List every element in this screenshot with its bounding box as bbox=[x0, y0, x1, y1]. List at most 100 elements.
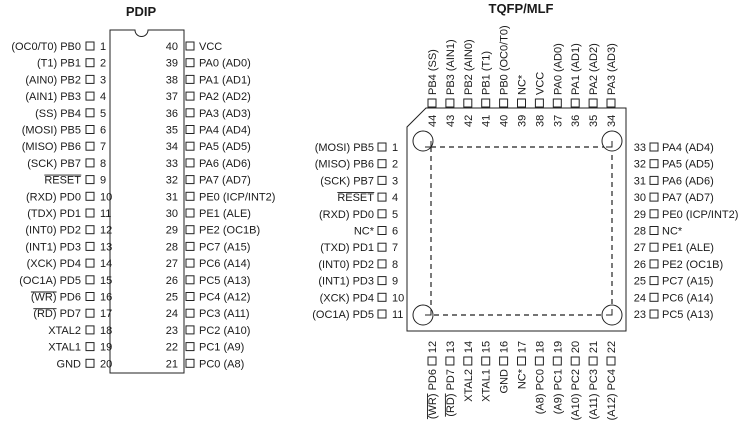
pin-label-pe1-ale: PE1 (ALE) bbox=[662, 242, 714, 254]
pin-number: 21 bbox=[166, 358, 178, 370]
pin-number: 27 bbox=[634, 242, 646, 254]
tqfp-pin-6: NC*6 bbox=[354, 226, 398, 238]
pin-number: 30 bbox=[166, 208, 178, 220]
pin-pad bbox=[377, 209, 387, 219]
pin-label-int1-pd3: (INT1) PD3 bbox=[25, 241, 81, 253]
pin-label-pa5-ad5: PA5 (AD5) bbox=[199, 141, 251, 153]
tqfp-pin-37: PA0 (AD0)37 bbox=[552, 43, 564, 127]
pin-number: 22 bbox=[166, 342, 178, 354]
pin-pad bbox=[185, 358, 195, 368]
pin-pad bbox=[552, 356, 562, 366]
tqfp-pin-12: 12(WR) PD6 bbox=[427, 341, 439, 420]
pin-pad bbox=[649, 192, 659, 202]
pin-number: 14 bbox=[100, 258, 112, 270]
pin-label-ss-pb4: (SS) PB4 bbox=[35, 108, 81, 120]
pin-pad bbox=[85, 225, 95, 235]
pin-number: 8 bbox=[100, 158, 106, 170]
pin-label-pc7-a15: PC7 (A15) bbox=[662, 276, 713, 288]
pin-label-a11-pc3: (A11) PC3 bbox=[588, 369, 600, 420]
pin-number: 40 bbox=[166, 41, 178, 53]
pin-label-xtal1: XTAL1 bbox=[481, 369, 493, 402]
pin-label-oc0-t0-pb0: (OC0/T0) PB0 bbox=[11, 41, 81, 53]
pin-label-pa1-ad1: PA1 (AD1) bbox=[570, 43, 582, 95]
pin-pad bbox=[606, 356, 616, 366]
tqfp-pin-39: NC*39 bbox=[517, 74, 529, 127]
pin-pad bbox=[377, 142, 387, 152]
pin-pad bbox=[185, 91, 195, 101]
pin-label-pa6-ad6: PA6 (AD6) bbox=[199, 158, 251, 170]
pin-label-pa0-ad0: PA0 (AD0) bbox=[552, 43, 564, 95]
pin-pad bbox=[85, 358, 95, 368]
pin-label-reset: RESET bbox=[337, 192, 374, 204]
pin-number: 33 bbox=[166, 158, 178, 170]
pin-label-pe2-oc1b: PE2 (OC1B) bbox=[199, 225, 260, 237]
pin-pad bbox=[534, 356, 544, 366]
tqfp-pin-27: 27 PE1 (ALE) bbox=[634, 242, 714, 254]
pin-number: 37 bbox=[166, 91, 178, 103]
pdip-pin-33: 33 PA6 (AD6) bbox=[166, 158, 251, 170]
pin-number: 13 bbox=[445, 341, 457, 353]
pin-number: 39 bbox=[166, 58, 178, 70]
pin-pad bbox=[570, 98, 580, 108]
pin-pad bbox=[185, 308, 195, 318]
pin-label-xck-pd4: (XCK) PD4 bbox=[320, 292, 374, 304]
pin-number: 35 bbox=[166, 125, 178, 137]
pin-number: 29 bbox=[166, 225, 178, 237]
pin-number: 14 bbox=[463, 341, 475, 353]
pin-number: 32 bbox=[166, 175, 178, 187]
pin-label-xtal1: XTAL1 bbox=[48, 342, 81, 354]
pin-pad bbox=[649, 226, 659, 235]
pin-label-mosi-pb5: (MOSI) PB5 bbox=[22, 125, 81, 137]
tqfp-pin-44: PB4 (SS)44 bbox=[427, 49, 439, 127]
pin-pad bbox=[185, 342, 195, 352]
pin-pad bbox=[85, 158, 95, 168]
pin-number: 15 bbox=[100, 275, 112, 287]
pin-label-pc7-a15: PC7 (A15) bbox=[199, 241, 250, 253]
pin-number: 12 bbox=[100, 225, 112, 237]
pin-pad bbox=[85, 58, 95, 68]
pin-label-t1-pb1: (T1) PB1 bbox=[37, 58, 81, 70]
pin-label-nc: NC* bbox=[354, 226, 375, 238]
pin-number: 36 bbox=[166, 108, 178, 120]
pin-number: 16 bbox=[100, 292, 112, 304]
pin-number: 22 bbox=[606, 341, 618, 353]
pin-label-txd-pd1: (TXD) PD1 bbox=[320, 242, 374, 254]
pin-pad bbox=[649, 309, 659, 319]
pin-number: 25 bbox=[166, 292, 178, 304]
pin-label-pc6-a14: PC6 (A14) bbox=[199, 258, 250, 270]
tqfp-pin-18: 18(A8) PC0 bbox=[534, 341, 546, 414]
pin-number: 41 bbox=[481, 115, 493, 127]
pin-label-sck-pb7: (SCK) PB7 bbox=[320, 175, 374, 187]
pin-label-a8-pc0: (A8) PC0 bbox=[534, 369, 546, 414]
pin-label-pa4-ad4: PA4 (AD4) bbox=[199, 125, 251, 137]
pin-label-wr-pd6: (WR) PD6 bbox=[427, 369, 439, 419]
pin-number: 35 bbox=[588, 115, 600, 127]
corner-marker-top-left bbox=[412, 130, 434, 152]
pin-pad bbox=[85, 191, 95, 201]
pin-pad bbox=[185, 191, 195, 201]
pin-pad bbox=[517, 98, 526, 108]
